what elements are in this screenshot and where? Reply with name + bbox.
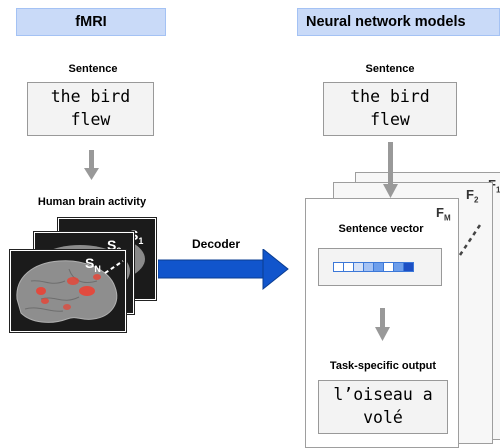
left-sentence-line-2: flew xyxy=(70,110,111,129)
right-sentence-line-2: flew xyxy=(370,110,410,129)
task-specific-output-label: Task-specific output xyxy=(329,360,437,372)
sentence-vector-label: Sentence vector xyxy=(338,223,424,235)
decoder-arrow xyxy=(158,249,289,291)
fmri-header: fMRI xyxy=(16,8,166,36)
left-sentence-box: the bird flew xyxy=(27,82,154,136)
left-sentence-label: Sentence xyxy=(68,63,118,75)
human-brain-activity-label: Human brain activity xyxy=(37,196,147,208)
vector-cell-8 xyxy=(403,262,414,272)
model-label-f2: F2 xyxy=(466,187,479,205)
model-stack-ellipsis xyxy=(458,224,482,256)
right-down-arrow-2 xyxy=(375,308,390,341)
left-down-arrow xyxy=(84,150,99,180)
task-output-line-2: volé xyxy=(363,408,403,427)
sentence-vector-cells xyxy=(333,262,414,272)
right-sentence-label: Sentence xyxy=(365,63,415,75)
left-sentence-line-1: the bird xyxy=(50,87,131,106)
task-output-box: l’oiseau a volé xyxy=(318,380,448,434)
right-sentence-box: the bird flew xyxy=(323,82,457,136)
neural-network-models-header: Neural network models xyxy=(297,8,500,36)
model-label-fm: FM xyxy=(436,205,451,223)
right-down-arrow-1 xyxy=(383,142,398,198)
scan-label-sn: SN xyxy=(85,255,101,274)
right-sentence-line-1: the bird xyxy=(350,87,430,106)
sentence-vector-box xyxy=(318,248,442,286)
task-output-line-1: l’oiseau a xyxy=(333,385,433,404)
decoder-label: Decoder xyxy=(191,237,241,251)
brain-scan-n: SN xyxy=(9,249,127,333)
